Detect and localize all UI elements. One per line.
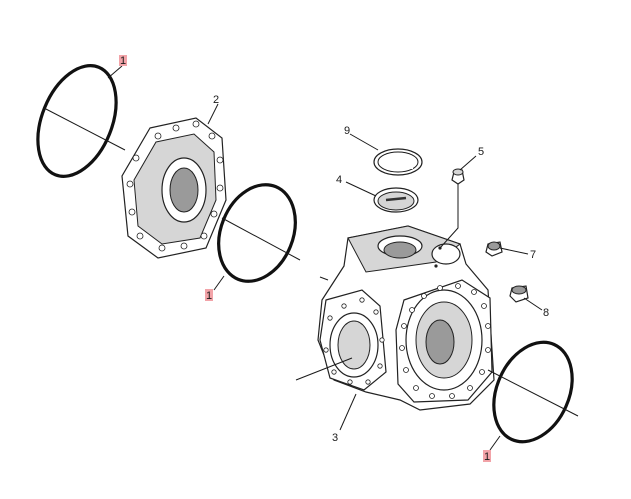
o-ring-part-1-right[interactable] <box>479 330 587 454</box>
callout-7: 7 <box>530 249 536 261</box>
callout-3: 3 <box>332 432 338 444</box>
svg-text:5: 5 <box>478 146 484 158</box>
o-ring-part-1-left[interactable] <box>23 54 131 188</box>
callout-2: 2 <box>213 94 219 106</box>
breather-plug-part-5[interactable] <box>451 168 465 185</box>
callout-5: 5 <box>478 146 484 158</box>
callout-1-middle: 1 <box>205 289 213 302</box>
o-ring-part-1-middle[interactable] <box>205 173 309 293</box>
callout-9: 9 <box>344 125 350 137</box>
svg-text:4: 4 <box>336 174 342 186</box>
callout-4: 4 <box>336 174 342 186</box>
housing-part-3[interactable] <box>317 225 495 411</box>
svg-text:8: 8 <box>543 307 549 319</box>
circlip-part-9[interactable] <box>373 148 423 176</box>
cover-disc-part-4[interactable] <box>373 187 419 213</box>
callout-1-top: 1 <box>119 55 127 67</box>
callout-labels: 1 2 9 5 4 7 1 8 3 1 <box>119 55 549 463</box>
leader-lines <box>107 65 543 451</box>
callout-1-bottom: 1 <box>483 450 491 463</box>
cover-plate-part-2[interactable] <box>121 117 227 259</box>
svg-text:1: 1 <box>120 55 126 67</box>
svg-text:3: 3 <box>332 432 338 444</box>
svg-text:7: 7 <box>530 249 536 261</box>
callout-8: 8 <box>543 307 549 319</box>
svg-text:2: 2 <box>213 94 219 106</box>
plug-part-7[interactable] <box>485 241 503 257</box>
plug-part-8[interactable] <box>509 285 529 303</box>
svg-text:1: 1 <box>484 451 490 463</box>
svg-text:9: 9 <box>344 125 350 137</box>
svg-text:1: 1 <box>206 290 212 302</box>
